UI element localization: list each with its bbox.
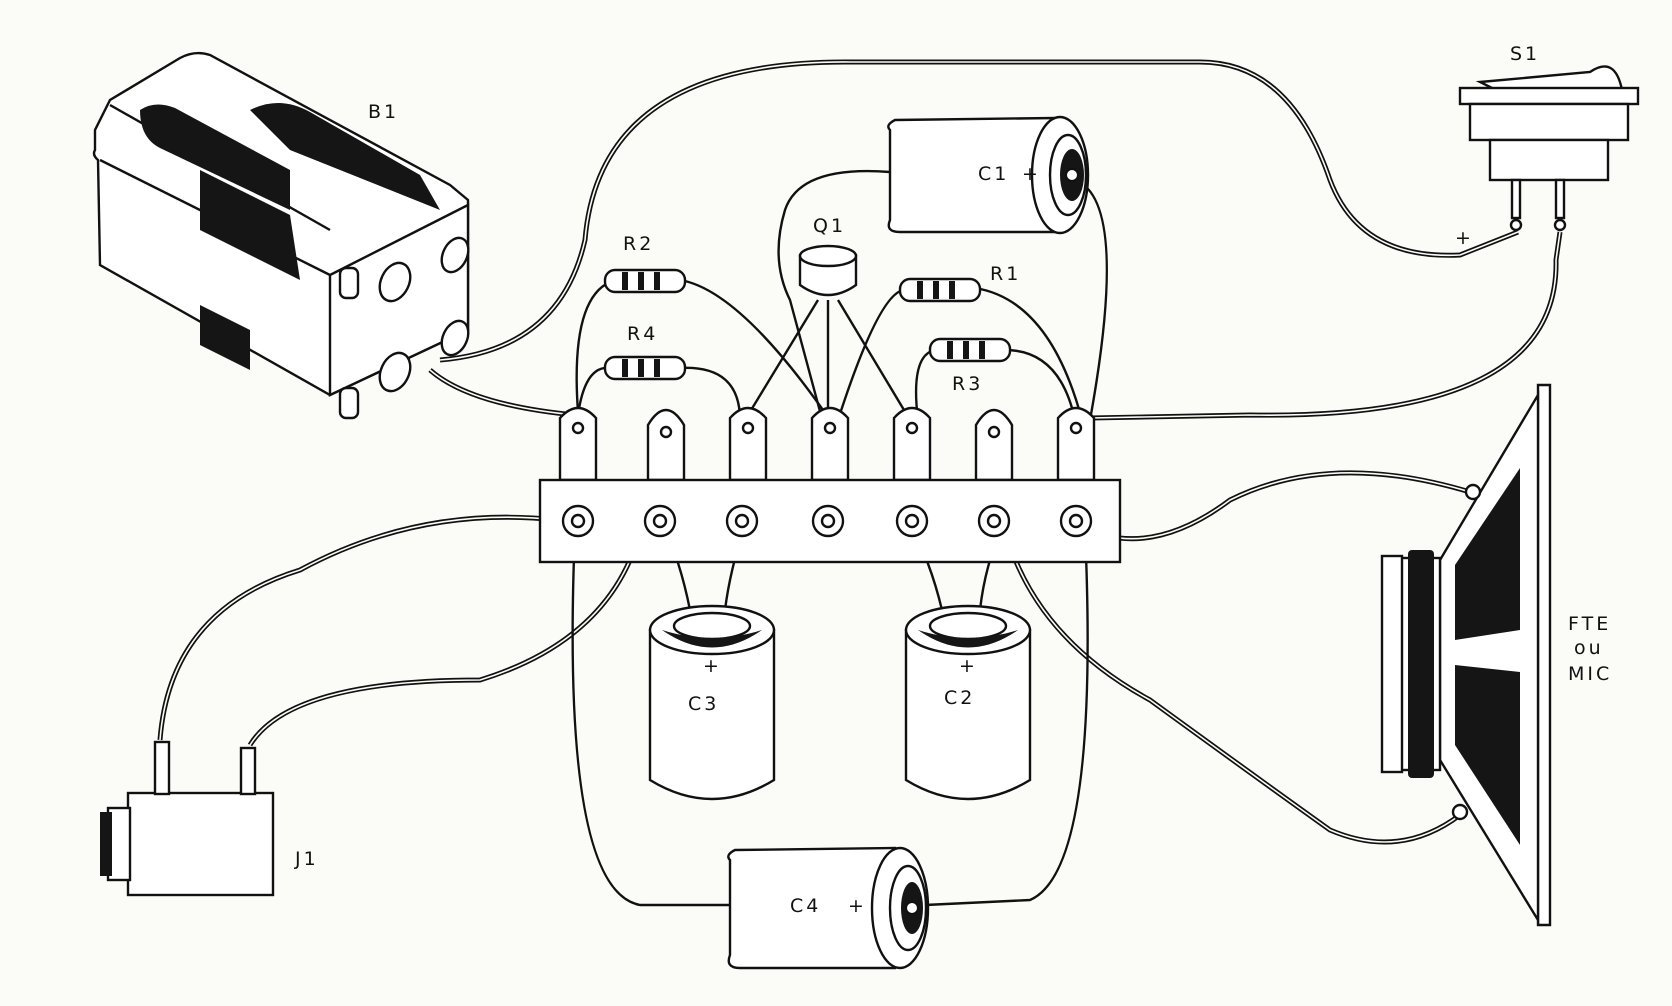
label-j1: J1 bbox=[294, 848, 319, 870]
switch-s1: S1 + bbox=[1455, 43, 1640, 249]
resistor-r3: R3 bbox=[928, 337, 1012, 395]
c3-polarity: + bbox=[703, 655, 722, 677]
capacitor-c3: + C3 bbox=[648, 604, 776, 801]
c4-polarity: + bbox=[848, 895, 867, 917]
capacitor-c2: + C2 bbox=[904, 604, 1032, 801]
speaker-or-mic: FTE ou MIC bbox=[1380, 383, 1612, 927]
label-q1: Q1 bbox=[813, 215, 846, 237]
resistor-r4: R4 bbox=[603, 323, 687, 381]
terminal-strip bbox=[538, 406, 1122, 564]
switch-polarity: + bbox=[1455, 227, 1474, 249]
label-r3: R3 bbox=[952, 373, 983, 395]
transistor-q1: Q1 bbox=[798, 215, 858, 297]
capacitor-c1: C1 + bbox=[887, 115, 1090, 235]
resistor-r1: R1 bbox=[898, 263, 1021, 303]
label-c1: C1 bbox=[978, 163, 1009, 185]
capacitor-c4: C4 + bbox=[727, 846, 930, 970]
c1-polarity: + bbox=[1022, 163, 1041, 185]
speaker-label-line1: FTE bbox=[1568, 613, 1611, 635]
label-s1: S1 bbox=[1510, 43, 1540, 65]
label-c3: C3 bbox=[688, 693, 719, 715]
label-r4: R4 bbox=[627, 323, 658, 345]
label-b1: B1 bbox=[368, 101, 399, 123]
c2-polarity: + bbox=[959, 655, 978, 677]
speaker-label-line2: ou bbox=[1574, 637, 1604, 659]
label-r1: R1 bbox=[990, 263, 1021, 285]
label-c2: C2 bbox=[944, 687, 975, 709]
label-r2: R2 bbox=[623, 233, 654, 255]
label-c4: C4 bbox=[790, 895, 821, 917]
speaker-label-line3: MIC bbox=[1568, 663, 1612, 685]
battery-holder-b1: B1 bbox=[92, 51, 470, 420]
jack-j1: J1 bbox=[100, 740, 319, 897]
resistor-r2: R2 bbox=[603, 233, 687, 294]
wires bbox=[157, 59, 1563, 907]
